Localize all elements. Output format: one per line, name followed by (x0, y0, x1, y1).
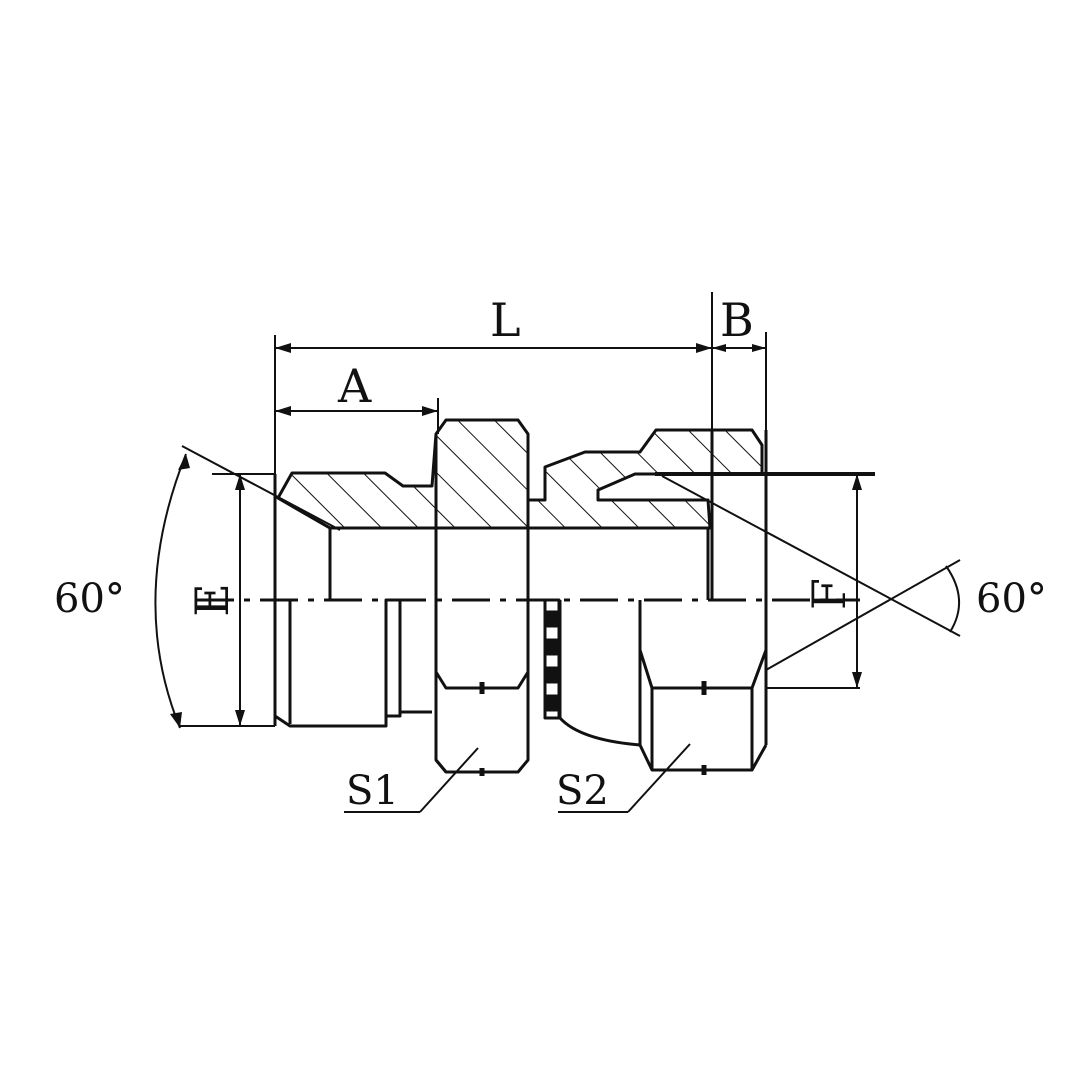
label-e: E (185, 583, 239, 617)
label-angle-right: 60° (976, 576, 1047, 622)
nut-swivel-curve (558, 600, 641, 747)
label-s2: S2 (556, 768, 609, 814)
angle-right-ray-1 (661, 475, 961, 637)
section-view (273, 418, 875, 745)
label-a: A (337, 359, 372, 413)
label-s1: S1 (346, 768, 399, 814)
outside-view (273, 598, 768, 776)
label-b: B (720, 293, 754, 347)
bore-outline (277, 496, 710, 600)
angle-left-ray (181, 445, 341, 531)
hex-2-lower-outline (638, 650, 768, 772)
angle-left-arc (154, 453, 187, 729)
body-section-hatched (276, 418, 764, 530)
knurl-1 (545, 610, 559, 628)
hex-1-face-lower (434, 759, 448, 773)
knurl-4 (545, 694, 559, 712)
label-angle-left: 60° (54, 576, 125, 622)
hex-2-outline (638, 600, 768, 690)
thread-end-outline (273, 600, 388, 728)
angle-right-ray-2 (765, 559, 961, 671)
knurl-3 (545, 666, 559, 684)
label-l: L (490, 293, 521, 347)
knurl-2 (545, 638, 559, 656)
thread-undercut (384, 598, 402, 718)
label-f: F (802, 578, 856, 610)
angle-right-arc (945, 565, 961, 633)
arrowheads (170, 343, 862, 728)
